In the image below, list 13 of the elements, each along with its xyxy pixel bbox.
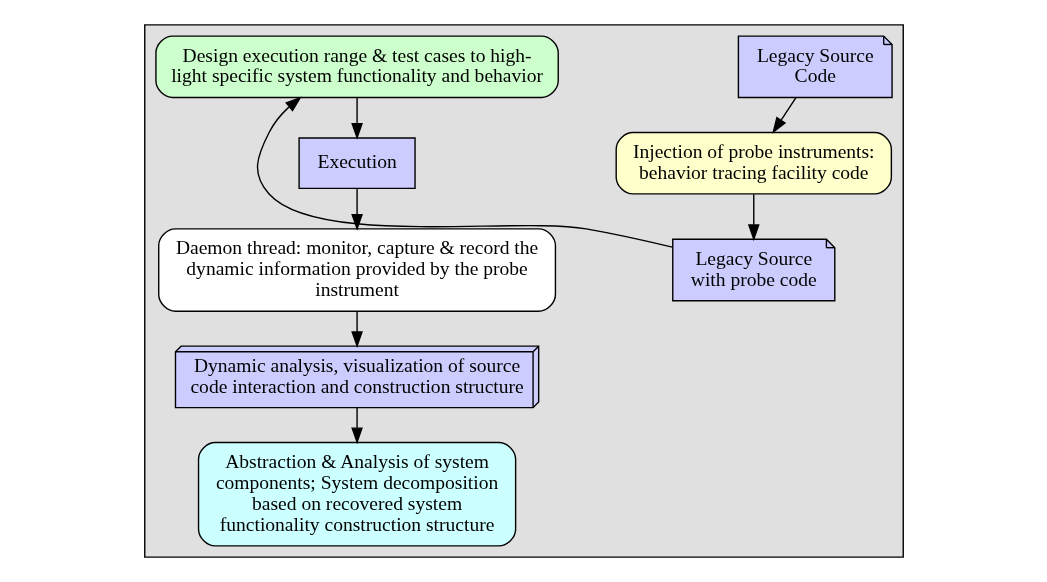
arrow <box>350 188 363 231</box>
arrow <box>350 97 363 140</box>
arrow <box>747 193 760 242</box>
arrow <box>350 407 363 445</box>
node-box: Daemon thread: monitor, capture & record the dynamic information provided by the probe instrument <box>157 228 556 312</box>
arrow <box>350 310 363 348</box>
node-box: Design execution range & test cases to high-light specific system functionality and behavior <box>154 35 559 99</box>
arrow <box>256 96 673 248</box>
node-box: Abstraction & Analysis of system components; System decomposition based on recovered system functionality construction structure <box>197 441 516 547</box>
cluster <box>143 24 904 558</box>
node-box: Execution <box>297 137 416 190</box>
node-box: Injection of probe instruments: behavior tracing facility code <box>615 131 892 195</box>
arrow <box>771 97 796 134</box>
